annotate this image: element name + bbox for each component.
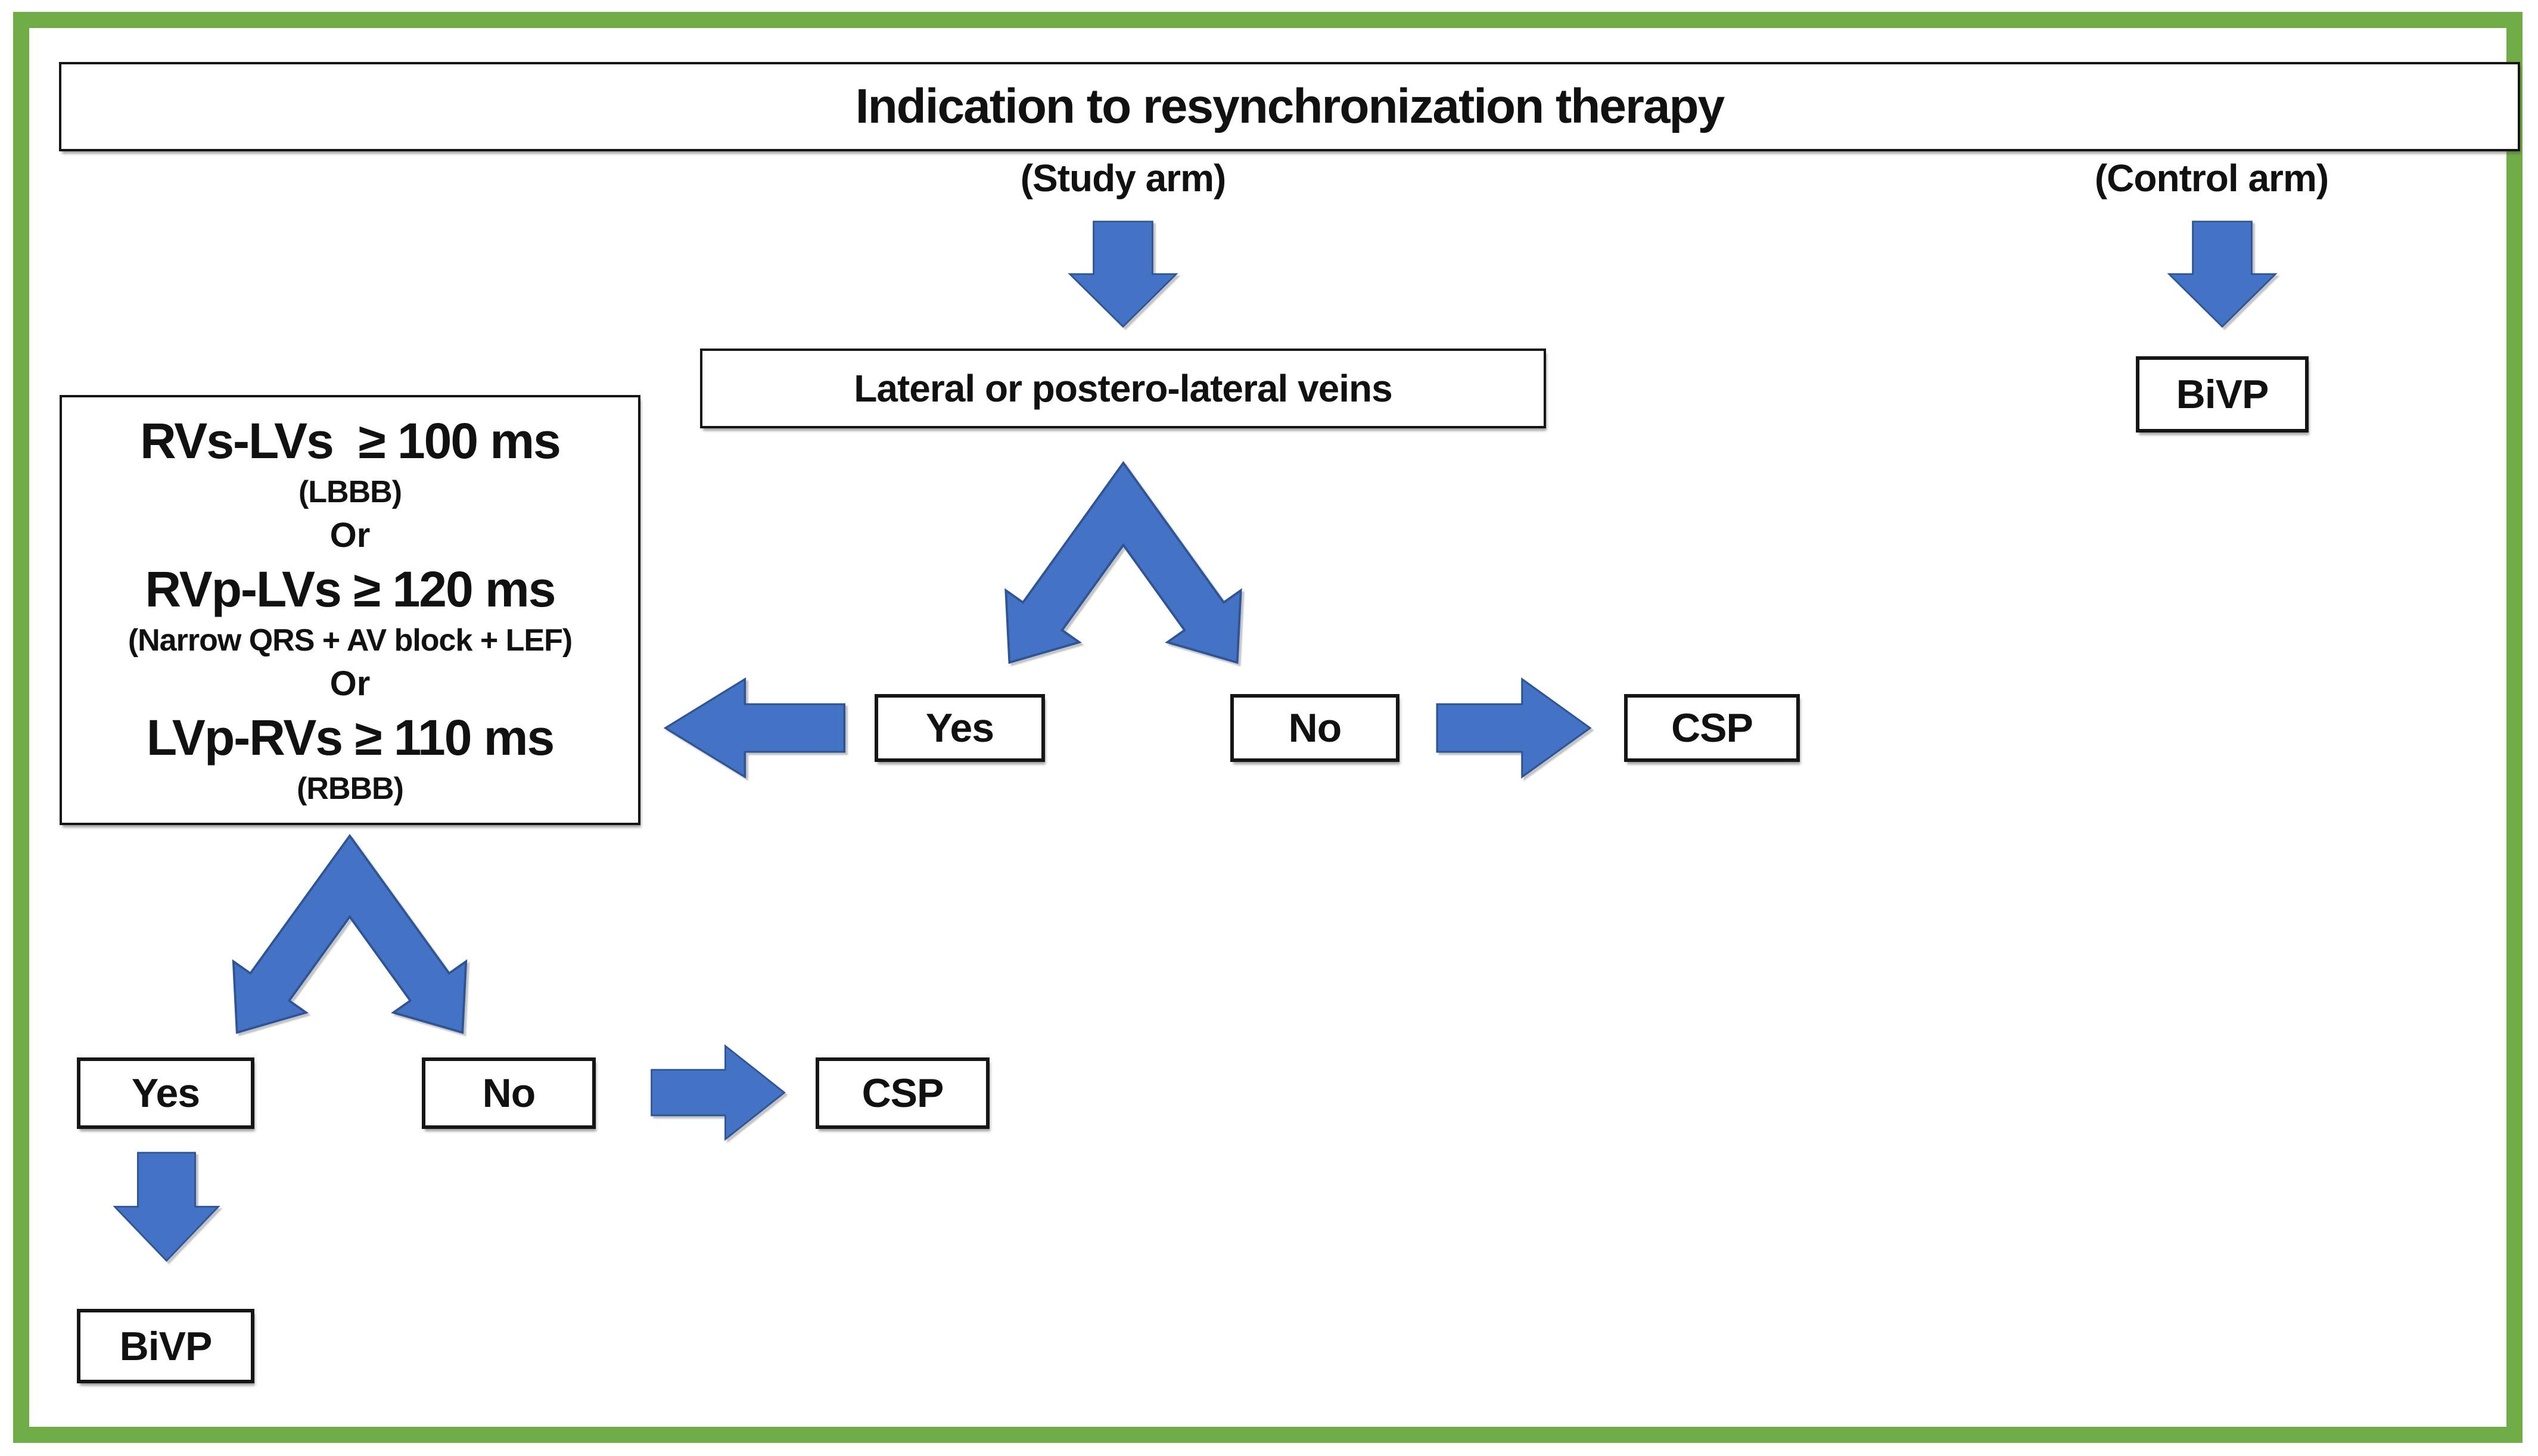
criteria-line: (LBBB) [298, 475, 402, 510]
yes-label: Yes [925, 705, 994, 751]
csp-box-veins: CSP [1624, 694, 1800, 762]
arrow-down-icon [2166, 220, 2279, 328]
csp-label: CSP [861, 1071, 944, 1116]
yes-box-veins: Yes [875, 694, 1045, 762]
study-arm-label: (Study arm) [1020, 157, 1227, 200]
criteria-line: RVs-LVs ≥ 100 ms [140, 413, 561, 469]
arrow-right-icon [649, 1041, 786, 1144]
green-border-frame [13, 12, 2523, 1443]
criteria-line: (Narrow QRS + AV block + LEF) [127, 623, 573, 658]
criteria-line: (RBBB) [297, 771, 404, 807]
csp-label: CSP [1671, 705, 1753, 751]
criteria-line: Or [329, 516, 371, 555]
criteria-line: Or [329, 664, 371, 704]
no-label: No [1288, 705, 1342, 751]
bivp-control-box: BiVP [2136, 356, 2309, 433]
csp-box-criteria: CSP [816, 1057, 990, 1129]
control-arm-label: (Control arm) [2094, 157, 2329, 200]
arrow-down-icon [1066, 220, 1180, 328]
bivp-control-label: BiVP [2176, 372, 2269, 417]
split-arrow-icon [973, 460, 1274, 668]
criteria-line: RVp-LVs ≥ 120 ms [145, 561, 556, 618]
split-arrow-icon [201, 833, 499, 1038]
bivp-label: BiVP [119, 1323, 213, 1369]
arrow-left-icon [663, 674, 847, 782]
yes-box-criteria: Yes [77, 1057, 254, 1129]
arrow-right-icon [1435, 674, 1593, 782]
yes-label: Yes [131, 1071, 200, 1116]
page-title: Indication to resynchronization therapy [855, 79, 1725, 133]
criteria-box: RVs-LVs ≥ 100 ms (LBBB) Or RVp-LVs ≥ 120… [60, 395, 640, 825]
no-box-criteria: No [422, 1057, 596, 1129]
veins-question-box: Lateral or postero-lateral veins [700, 349, 1546, 428]
veins-question-label: Lateral or postero-lateral veins [854, 367, 1392, 410]
title-box: Indication to resynchronization therapy [59, 62, 2520, 151]
no-label: No [482, 1071, 536, 1116]
arrow-down-icon [111, 1152, 222, 1262]
no-box-veins: No [1230, 694, 1399, 762]
criteria-line: LVp-RVs ≥ 110 ms [146, 710, 555, 766]
bivp-box-criteria: BiVP [77, 1309, 254, 1383]
